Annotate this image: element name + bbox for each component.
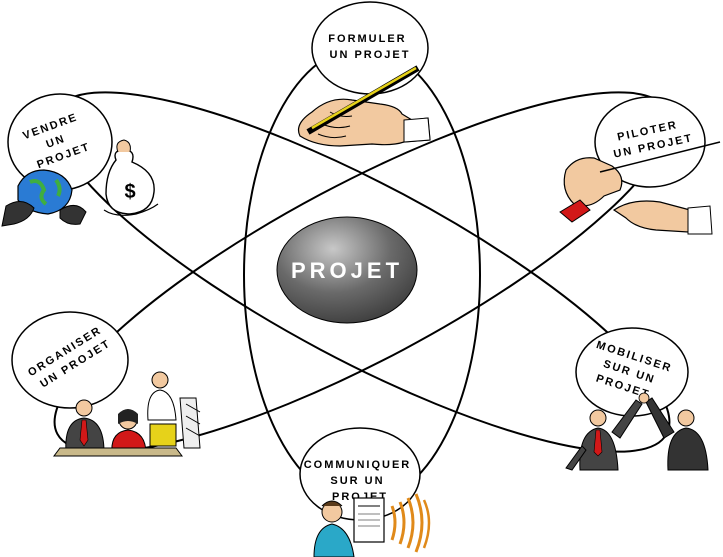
globe-money-bag-icon: $ bbox=[1, 139, 159, 227]
communiquer-label-line1: COMMUNIQUER bbox=[304, 459, 412, 471]
center-label: PROJET bbox=[291, 258, 403, 283]
formuler-label-line2: UN PROJET bbox=[330, 49, 411, 61]
svg-text:FORMULER UN PROJET: FORMULER UN PROJET bbox=[328, 33, 411, 61]
node-formuler: FORMULER UN PROJET bbox=[311, 1, 429, 95]
formuler-label-line1: FORMULER bbox=[328, 33, 406, 45]
writing-hand-icon bbox=[297, 65, 431, 147]
meeting-people-icon bbox=[53, 371, 201, 457]
high-five-people-icon bbox=[565, 392, 709, 471]
pointing-hands-icon bbox=[559, 141, 721, 235]
presenter-icon bbox=[313, 493, 431, 557]
svg-text:$: $ bbox=[124, 181, 135, 203]
center-node: PROJET bbox=[276, 216, 418, 324]
node-mobiliser: MOBILISER SUR UN PROJET bbox=[575, 327, 689, 417]
node-organiser: ORGANISER UN PROJET bbox=[11, 311, 129, 409]
node-piloter: PILOTER UN PROJET bbox=[594, 96, 706, 188]
communiquer-label-line2: SUR UN bbox=[330, 475, 384, 487]
node-vendre: VENDRE UN PROJET bbox=[7, 93, 113, 191]
